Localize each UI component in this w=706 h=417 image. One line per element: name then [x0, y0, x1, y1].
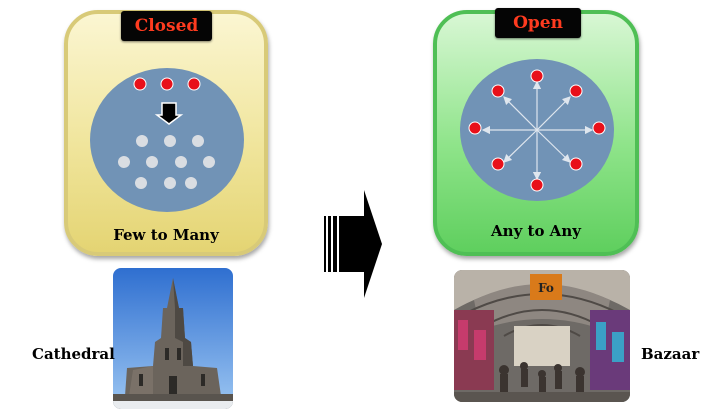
cathedral-label: Cathedral — [32, 345, 115, 363]
grey-node — [164, 177, 176, 189]
grey-node — [135, 177, 147, 189]
grey-node — [192, 135, 204, 147]
red-node — [468, 121, 482, 135]
down-arrow-icon — [154, 102, 184, 125]
transition-arrow-icon — [324, 190, 382, 298]
grey-node — [136, 135, 148, 147]
grey-node — [185, 177, 197, 189]
open-label: Open — [495, 8, 581, 38]
red-node — [160, 77, 174, 91]
red-node — [491, 84, 505, 98]
bazaar-label: Bazaar — [641, 345, 700, 363]
grey-node — [164, 135, 176, 147]
grey-node — [203, 156, 215, 168]
red-node — [133, 77, 147, 91]
red-node — [530, 178, 544, 192]
any-to-any-caption: Any to Any — [491, 222, 581, 240]
bazaar-photo: Fo — [454, 270, 630, 402]
red-node — [491, 157, 505, 171]
few-to-many-caption: Few to Many — [113, 226, 219, 244]
red-node — [530, 69, 544, 83]
red-node — [569, 157, 583, 171]
grey-node — [175, 156, 187, 168]
bazaar-sign-text: Fo — [538, 281, 554, 295]
few-to-many-diagram — [90, 68, 244, 212]
red-node — [569, 84, 583, 98]
grey-node — [146, 156, 158, 168]
grey-node — [118, 156, 130, 168]
red-node — [187, 77, 201, 91]
any-to-any-diagram — [460, 59, 614, 201]
closed-label: Closed — [121, 11, 212, 41]
cathedral-photo — [113, 268, 233, 409]
red-node — [592, 121, 606, 135]
